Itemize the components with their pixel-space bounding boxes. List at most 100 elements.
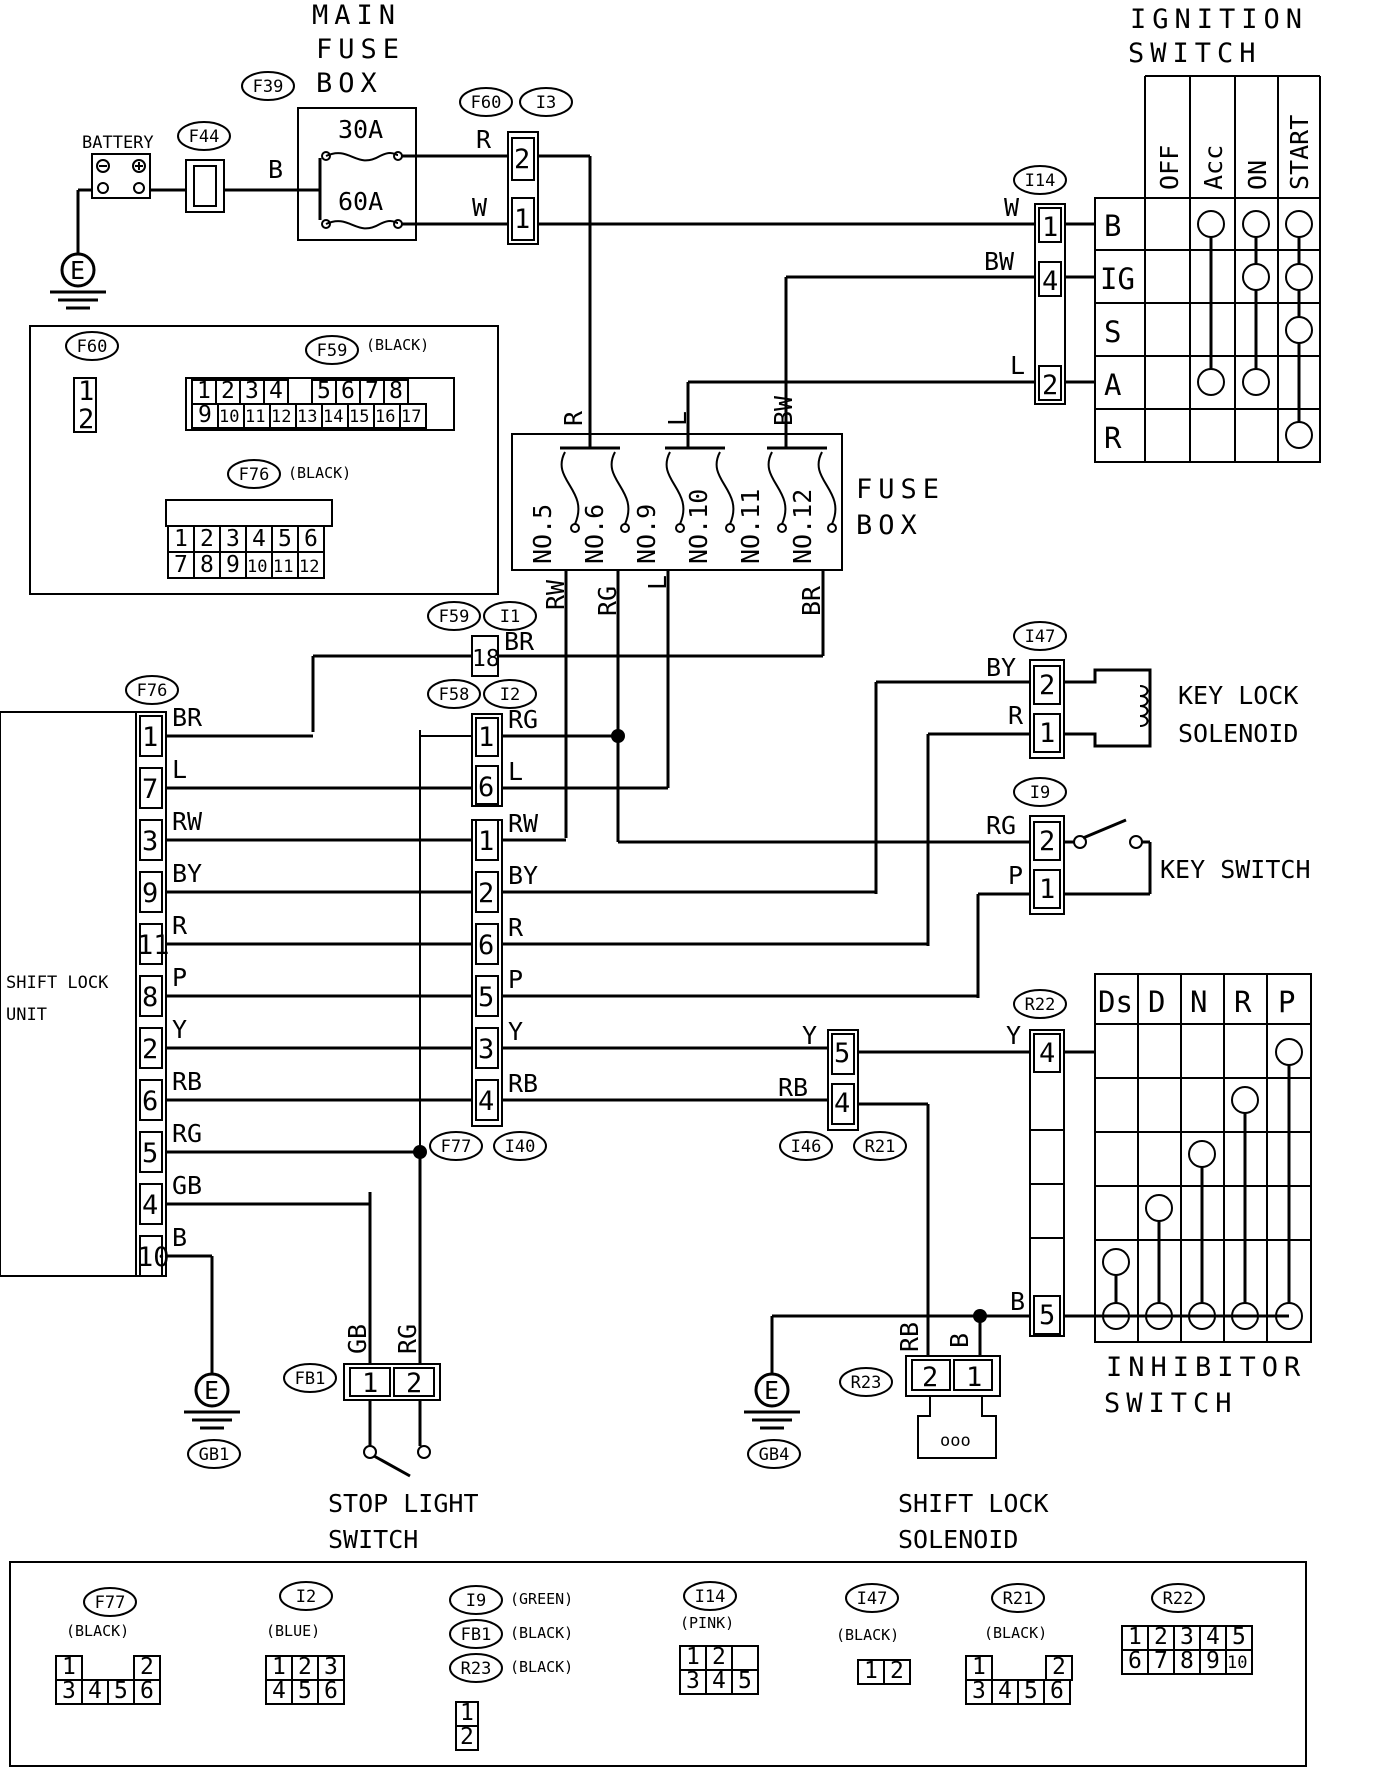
f59-r2-cell-label: 12	[271, 407, 291, 427]
inhibitor-title-1: INHIBITOR	[1106, 1352, 1306, 1383]
slu-pin-box	[139, 1235, 163, 1277]
i40-pin-1: 1	[478, 826, 494, 857]
i47-view-cell-label: 1	[864, 1658, 878, 1684]
ign-term-s: S	[1104, 315, 1121, 349]
slu-pin-4: 4	[142, 1190, 158, 1221]
slu-pin-box	[139, 715, 163, 757]
slu-pin-5: 5	[142, 1138, 158, 1169]
fuse-box-title-2: BOX	[856, 510, 923, 541]
i40-pin-4: 4	[478, 1086, 494, 1117]
fuse-in-l: L	[663, 411, 692, 426]
f59-r2-cell-label: 14	[323, 407, 343, 427]
battery-label: BATTERY	[82, 133, 154, 153]
ign-term-r: R	[1104, 421, 1122, 455]
inh-contact	[1231, 1086, 1259, 1114]
slu-pin-box	[139, 1183, 163, 1225]
i40-pin-5: 5	[478, 982, 494, 1013]
i40-wire-label: RW	[508, 809, 539, 838]
i40-wire-label: BY	[508, 861, 538, 890]
ignition-switch: IGNITION SWITCH OFF Acc ON START B IG S …	[1094, 4, 1321, 463]
i2-pin-1: 1	[478, 722, 494, 753]
ign-pos-on: ON	[1243, 160, 1272, 190]
tag-i47-label: I47	[1025, 627, 1056, 647]
tag-f76-label: F76	[137, 681, 168, 701]
tag-i14-label: I14	[1025, 171, 1056, 191]
i2-r2-cell-label: 6	[324, 1678, 338, 1704]
connector-fb1: 1 2	[343, 1363, 441, 1401]
wire-label-l-i14: L	[1010, 351, 1025, 380]
i9-pin-2: 2	[1039, 826, 1055, 857]
slu-pin-8: 8	[142, 982, 158, 1013]
wire-label-rb-i46: RB	[778, 1073, 808, 1102]
i47-view-cell	[857, 1659, 885, 1685]
slu-pin-box	[139, 1079, 163, 1121]
fuse-in-bw: BW	[769, 395, 798, 426]
f59-r1-cell-label: 2	[221, 378, 235, 404]
legend-i14-color: (PINK)	[680, 1614, 734, 1632]
tag-i2-label: I2	[500, 685, 520, 705]
tag-r22-label: R22	[1163, 1589, 1194, 1609]
main-fuse-box-title-1: MAIN	[312, 0, 401, 31]
f76-r2-cell	[297, 551, 325, 579]
i2-r2-cell-label: 4	[272, 1678, 286, 1704]
connector-f59-i1: 18	[471, 635, 500, 677]
slu-wire-label: BR	[172, 703, 203, 732]
tag-f77-label: F77	[95, 1593, 126, 1613]
tag-f58-label: F58	[439, 685, 470, 705]
r23-pin-2: 2	[922, 1362, 938, 1393]
tag-r21	[853, 1131, 907, 1161]
legend-fb1-color: (BLACK)	[510, 1624, 573, 1642]
tag-f60	[65, 331, 119, 361]
i47-view-cell-label: 2	[890, 1658, 904, 1684]
tag-i14	[683, 1581, 737, 1611]
slu-pin-box	[139, 819, 163, 861]
slu-title-2: UNIT	[6, 1005, 47, 1025]
gb4-ground-label: E	[764, 1376, 779, 1405]
i14-pin-2: 2	[1042, 370, 1058, 401]
f59-r2-cell	[295, 403, 323, 429]
inh-pos-r: R	[1234, 985, 1252, 1019]
r22-r2-cell	[1225, 1649, 1253, 1675]
slu-pin-box	[139, 923, 163, 965]
slu-title-1: SHIFT LOCK	[6, 973, 109, 993]
inh-pos-p: P	[1278, 985, 1295, 1019]
wire-label-rg-i2: RG	[508, 705, 538, 734]
i14-r2-cell-label: 3	[686, 1668, 700, 1694]
tag-gb4-label: GB4	[759, 1445, 790, 1465]
i14-r2-cell	[705, 1669, 733, 1695]
inh-contact	[1145, 1194, 1173, 1222]
i40-wire-label: RB	[508, 1069, 538, 1098]
f76-r1-cell-label: 4	[252, 526, 266, 552]
fuse-box-title-1: FUSE	[856, 474, 945, 505]
r22-pin-4: 4	[1039, 1038, 1055, 1069]
legend-r21-color: (BLACK)	[984, 1624, 1047, 1642]
tag-f76	[125, 675, 179, 705]
connector-f58-i2: 1 6	[471, 713, 503, 807]
i2-r2-cell	[291, 1679, 319, 1705]
tag-r23	[839, 1367, 893, 1397]
r22-r1-cell-label: 3	[1180, 1624, 1194, 1650]
f76-r2-cell-label: 10	[247, 557, 267, 577]
tag-i3-label: I3	[536, 93, 556, 113]
f59-r1-cell-label: 8	[389, 378, 403, 404]
fuse-in-r: R	[559, 410, 588, 426]
inh-contact	[1188, 1140, 1216, 1168]
tag-r23-label: R23	[461, 1659, 492, 1679]
f59-r2-cell	[373, 403, 401, 429]
tag-f77	[83, 1587, 137, 1617]
r21-r2-cell-label: 3	[972, 1678, 986, 1704]
slu-pin-7: 7	[142, 774, 158, 805]
i40-pin-box	[475, 975, 499, 1017]
tag-f60	[459, 87, 513, 117]
fuse-no5: NO.5	[528, 504, 557, 564]
tag-r23-label: R23	[851, 1373, 882, 1393]
main-fuse-box-title-3: BOX	[316, 68, 383, 99]
slu-wire-label: BY	[172, 859, 202, 888]
tag-i1	[483, 601, 537, 631]
wire-label-br-i1: BR	[504, 627, 535, 656]
slu-pin-box	[139, 767, 163, 809]
tag-i9	[1013, 777, 1067, 807]
